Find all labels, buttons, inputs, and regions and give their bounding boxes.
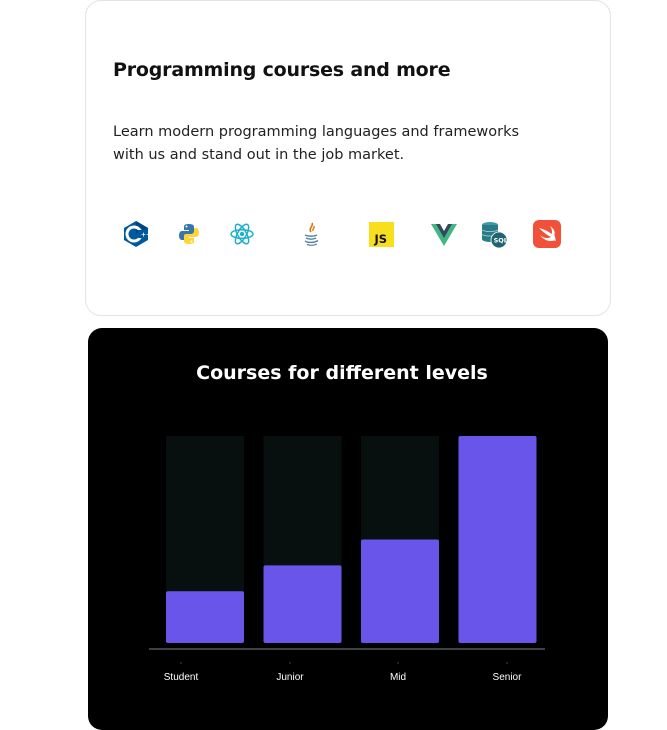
x-tick-label-senior: Senior [493,672,523,683]
svg-text:SQL: SQL [494,237,508,245]
courses-card-description: Learn modern programming languages and f… [113,124,520,163]
bar-senior [458,436,537,643]
x-tick-label-student: Student [164,672,199,683]
python-icon [174,219,204,249]
vue-icon [429,219,459,249]
swift-icon [532,219,562,249]
bar-junior [263,565,342,643]
svg-text:++: ++ [141,232,151,239]
x-tick-label-mid: Mid [390,672,406,683]
courses-card: Programming courses and more Learn moder… [85,0,611,316]
bar-student [166,591,244,643]
levels-chart-card: Courses for different levels Student Juni… [88,328,608,730]
chart-title: Courses for different levels [196,362,488,384]
cpp-icon: ++ [121,219,151,249]
technology-icons: ++ [86,219,610,255]
sql-database-icon: SQL [479,219,509,249]
javascript-icon: JS [367,219,397,249]
x-tick-label-junior: Junior [276,672,304,683]
bar-mid [361,539,439,643]
java-icon [296,219,326,249]
react-icon [227,219,257,249]
levels-bar-chart: Student Junior Mid Senior [149,436,545,683]
courses-card-title: Programming courses and more [113,59,451,81]
svg-text:JS: JS [374,232,388,246]
